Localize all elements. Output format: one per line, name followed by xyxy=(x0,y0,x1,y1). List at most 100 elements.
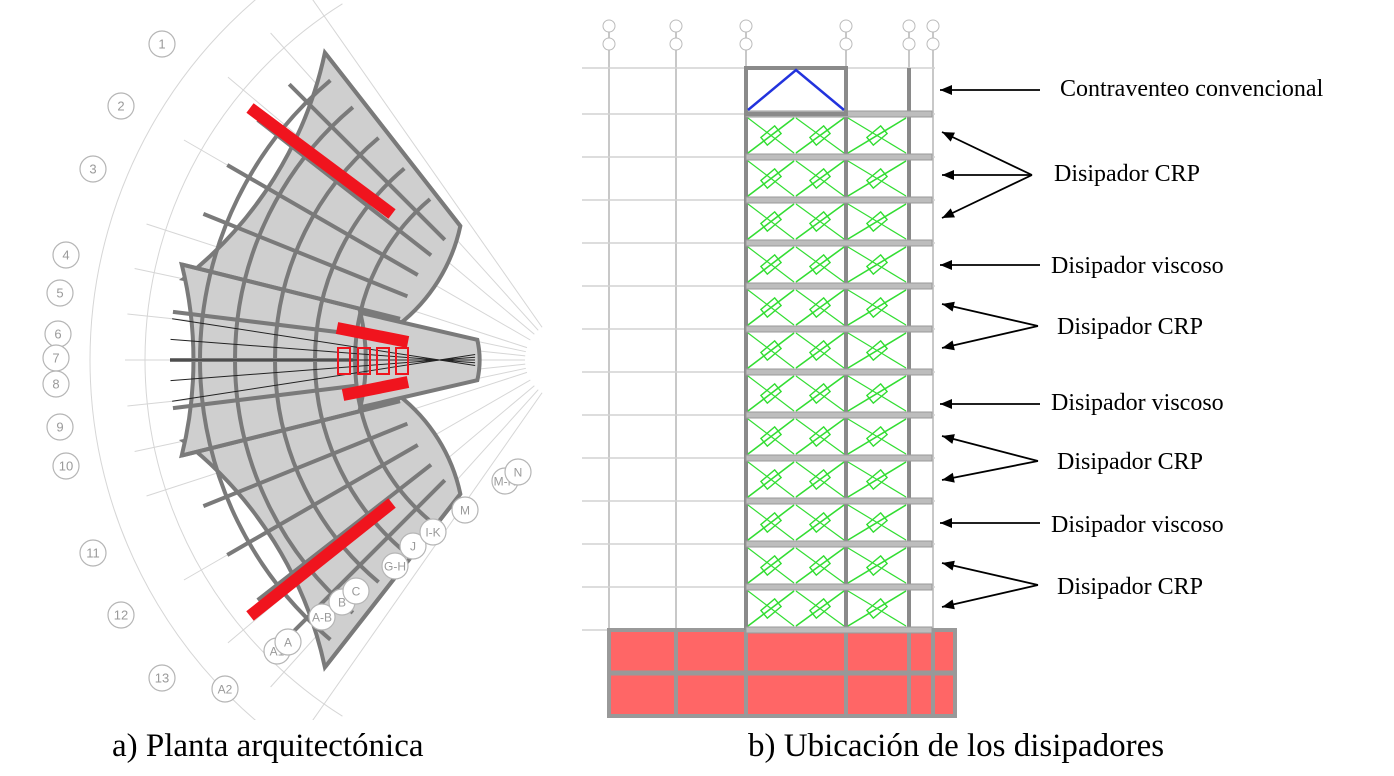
core-opening xyxy=(357,347,371,375)
damper-diagonal xyxy=(847,203,907,240)
tower-beam xyxy=(745,540,933,548)
grid-label-5-text: 5 xyxy=(56,286,63,301)
damper-diagonal xyxy=(847,289,907,326)
conventional-brace xyxy=(747,68,845,111)
damper-body xyxy=(865,210,889,233)
damper-body xyxy=(759,554,783,577)
grid-label-10-text: 10 xyxy=(59,459,73,474)
grid-label-i-k: I-K xyxy=(419,518,447,546)
damper-diagonal xyxy=(847,504,907,541)
grid-label-13-text: 13 xyxy=(155,671,169,686)
damper-diagonal xyxy=(795,590,845,627)
arrow-head xyxy=(942,208,955,218)
elevation-podium xyxy=(607,628,957,718)
radial-grid-labels: 1 2 3 4 5 6 7 8 9 10 11 12 13 xyxy=(42,30,176,692)
tower-beam xyxy=(745,325,933,333)
grid-label-j-text: J xyxy=(410,540,416,554)
core-opening xyxy=(395,347,409,375)
column-bubble xyxy=(926,37,940,51)
grid-label-a-text: A xyxy=(284,636,292,650)
damper-body xyxy=(808,511,832,534)
radial-beam xyxy=(202,212,409,299)
damper-diagonal xyxy=(747,504,795,541)
damper-diagonal xyxy=(747,203,795,240)
damper-diagonal xyxy=(847,418,907,455)
damper-diagonal xyxy=(747,547,795,584)
column-bubble xyxy=(839,19,853,33)
gridline-labels: A2 A1 A A-B B C G-H J I-K M M-N N xyxy=(211,458,532,703)
damper-diagonal xyxy=(747,246,795,283)
damper-body xyxy=(759,511,783,534)
grid-label-7: 7 xyxy=(42,344,70,372)
label-disipador-viscoso-3: Disipador viscoso xyxy=(1051,512,1224,538)
damper-body xyxy=(865,339,889,362)
damper-diagonal xyxy=(847,375,907,412)
tower-beam xyxy=(745,282,933,290)
radial-beam xyxy=(181,399,401,458)
tower-beam xyxy=(745,411,933,419)
damper-body xyxy=(865,167,889,190)
damper-body xyxy=(759,296,783,319)
damper-diagonal xyxy=(747,375,795,412)
arrow-shaft xyxy=(941,584,1039,608)
arrow-shaft xyxy=(941,131,1033,176)
top-bay xyxy=(744,66,848,116)
grid-label-g-h: G-H xyxy=(381,552,409,580)
arrow-head xyxy=(940,518,952,528)
elevation-dampers xyxy=(747,117,907,627)
damper-body xyxy=(808,554,832,577)
grid-label-a2: A2 xyxy=(211,675,239,703)
grid-label-8: 8 xyxy=(42,370,70,398)
label-contraventeo-convencional: Contraventeo convencional xyxy=(1060,76,1324,102)
damper-diagonal xyxy=(747,332,795,369)
column-bubble xyxy=(669,19,683,33)
damper-body xyxy=(865,468,889,491)
damper-body xyxy=(865,296,889,319)
elevation-view: Contraventeo convencional Disipador CRP … xyxy=(582,19,1324,718)
core-opening xyxy=(376,347,390,375)
red-brace xyxy=(341,376,410,401)
radial-beam xyxy=(226,443,419,557)
blue-brace xyxy=(747,68,845,111)
damper-body xyxy=(808,382,832,405)
column-bubble xyxy=(902,37,916,51)
grid-label-3-text: 3 xyxy=(89,162,96,177)
tower-beam xyxy=(745,368,933,376)
damper-body xyxy=(759,597,783,620)
grid-label-a-b: A-B xyxy=(308,603,336,631)
elevation-frame xyxy=(744,66,933,634)
damper-diagonal xyxy=(795,547,845,584)
grid-label-n-text: N xyxy=(514,466,523,480)
arrow-head xyxy=(942,132,955,142)
column-bubble xyxy=(602,37,616,51)
grid-label-11: 11 xyxy=(79,539,107,567)
damper-diagonal xyxy=(847,160,907,197)
arrow-head xyxy=(940,399,952,409)
damper-diagonal xyxy=(795,203,845,240)
radial-beam xyxy=(181,262,401,321)
grid-label-6-text: 6 xyxy=(54,327,61,342)
grid-arc xyxy=(89,0,256,720)
grid-label-4: 4 xyxy=(52,241,80,269)
tendon-line xyxy=(170,338,476,364)
tower-beam xyxy=(745,454,933,462)
arrow-head xyxy=(942,560,955,571)
grid-label-a-b-text: A-B xyxy=(312,611,332,625)
grid-label-12-text: 12 xyxy=(114,608,128,623)
arrow-head xyxy=(942,472,955,483)
architectural-plan: 1 2 3 4 5 6 7 8 9 10 11 12 13 A2 A1 A A-… xyxy=(42,0,543,720)
damper-diagonal xyxy=(795,461,845,498)
grid-label-j: J xyxy=(399,532,427,560)
caption-plan: a) Planta arquitectónica xyxy=(112,728,424,764)
tower-beam xyxy=(745,583,933,591)
damper-body xyxy=(759,339,783,362)
damper-diagonal xyxy=(795,117,845,154)
arrow-head xyxy=(942,170,954,180)
grid-label-12: 12 xyxy=(107,601,135,629)
arrow-head xyxy=(940,260,952,270)
plan-beams xyxy=(170,51,476,669)
damper-body xyxy=(865,124,889,147)
grid-label-a: A xyxy=(274,628,302,656)
arrow-shaft xyxy=(941,460,1039,481)
